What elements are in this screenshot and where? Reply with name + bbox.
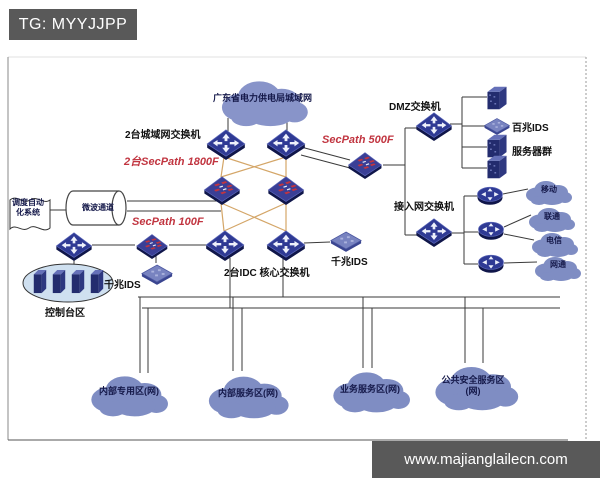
- access-router-3-icon: [478, 254, 504, 274]
- label-secpath-500f: SecPath 500F: [322, 134, 394, 146]
- label-zone-internal-dedicated: 内部专用区(网): [99, 386, 159, 396]
- dmz-switch-icon: [415, 112, 453, 141]
- label-metro-switches: 2台城域网交换机: [125, 130, 201, 141]
- label-isp-mobile: 移动: [541, 185, 557, 194]
- control-switch-icon: [55, 232, 93, 261]
- diagram-frame: [7, 56, 587, 441]
- control-tower-icon: [71, 269, 85, 294]
- label-secpath-100f: SecPath 100F: [132, 216, 204, 228]
- mesh-lines: [220, 156, 287, 232]
- dmz-server-1-icon: [487, 86, 507, 110]
- label-zone-business-service: 业务服务区(网): [340, 384, 400, 394]
- footer-url-text: www.majianglailecn.com: [404, 451, 568, 468]
- dispatch-system-banner: [9, 197, 51, 231]
- label-isp-telecom: 电信: [546, 236, 562, 245]
- label-server-cluster: 服务器群: [512, 147, 552, 158]
- secpath-500f-icon: [348, 152, 382, 179]
- footer-watermark: www.majianglailecn.com: [372, 441, 600, 478]
- core-switch-left-icon: [205, 230, 245, 261]
- header-tag: TG: MYYJJPP: [9, 9, 137, 40]
- label-giga-ids-left: 千兆IDS: [104, 280, 141, 291]
- label-zone-internal-service: 内部服务区(网): [218, 388, 278, 398]
- label-access-switch: 接入网交换机: [394, 202, 454, 213]
- fast-ids-icon: [484, 118, 510, 135]
- label-dmz-switch: DMZ交换机: [389, 102, 441, 113]
- secpath-100f-icon: [136, 234, 168, 259]
- channel-cylinder: [65, 190, 127, 226]
- label-core-switches: 2台IDC 核心交换机: [224, 268, 310, 279]
- label-metro-cloud: 广东省电力供电局城域网: [212, 93, 312, 103]
- label-isp-netcom: 网通: [550, 260, 566, 269]
- label-control-area: 控制台区: [45, 308, 85, 319]
- control-tower-icon: [52, 269, 66, 294]
- giga-ids-right-icon: [330, 231, 362, 252]
- core-switch-right-icon: [266, 230, 306, 261]
- access-switch-icon: [415, 218, 453, 247]
- label-giga-ids-right: 千兆IDS: [331, 257, 368, 268]
- dmz-server-2-icon: [487, 134, 507, 158]
- access-router-1-icon: [477, 186, 503, 206]
- label-zone-public-security: 公共安全服务区(网): [441, 375, 505, 397]
- header-tag-text: TG: MYYJJPP: [18, 15, 128, 33]
- dmz-server-3-icon: [487, 155, 507, 179]
- label-secpath-1800f: 2台SecPath 1800F: [124, 156, 219, 168]
- giga-ids-left-icon: [141, 264, 173, 285]
- control-tower-icon: [90, 269, 104, 294]
- control-tower-icon: [33, 269, 47, 294]
- label-fast-ids: 百兆IDS: [512, 123, 549, 134]
- secpath-1800f-right-icon: [267, 176, 305, 205]
- label-dispatch-system: 调度自动化系统: [12, 198, 44, 217]
- access-router-2-icon: [478, 221, 504, 241]
- metro-switch-right-icon: [266, 129, 306, 160]
- label-channel: 微波通道: [82, 203, 114, 212]
- label-isp-unicom: 联通: [544, 212, 560, 221]
